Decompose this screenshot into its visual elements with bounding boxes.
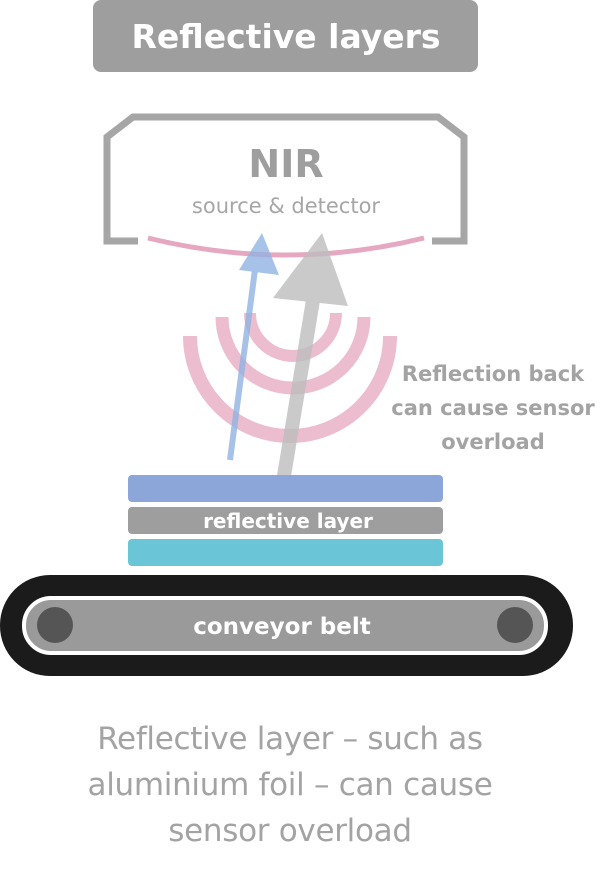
conveyor-belt: conveyor belt bbox=[0, 575, 573, 676]
right-roller bbox=[497, 607, 533, 643]
material-layers: reflective layer bbox=[128, 475, 443, 566]
blue-arrow-shaft bbox=[227, 261, 259, 461]
left-roller bbox=[37, 607, 73, 643]
caption-line-1: Reflective layer – such as bbox=[97, 721, 483, 757]
device-name: NIR bbox=[248, 142, 323, 186]
belt-inner bbox=[22, 596, 548, 655]
annotation-line-2: can cause sensor bbox=[391, 396, 595, 420]
caption: Reflective layer – such as aluminium foi… bbox=[0, 716, 580, 854]
device-housing-outline bbox=[103, 113, 468, 245]
blue-arrow-head bbox=[239, 233, 279, 275]
reflective-layers-diagram: Reflective layers NIR source & detector … bbox=[0, 0, 595, 676]
nir-device: NIR source & detector bbox=[103, 113, 468, 258]
grey-arrow-head bbox=[273, 233, 348, 306]
reflective-layer bbox=[128, 507, 443, 534]
annotation-line-3: overload bbox=[441, 430, 545, 454]
top-layer bbox=[128, 475, 443, 502]
grey-arrow-shaft bbox=[275, 280, 323, 490]
title-text: Reflective layers bbox=[131, 17, 440, 56]
sensor-window-arc bbox=[147, 235, 425, 258]
device-subtitle: source & detector bbox=[192, 194, 380, 218]
bottom-layer bbox=[128, 539, 443, 566]
grey-arrow bbox=[273, 233, 348, 490]
annotation: Reflection back can cause sensor overloa… bbox=[391, 362, 595, 454]
caption-line-2: aluminium foil – can cause bbox=[87, 767, 493, 803]
blue-arrow bbox=[227, 233, 279, 461]
caption-line-3: sensor overload bbox=[168, 813, 412, 849]
belt-label: conveyor belt bbox=[193, 614, 371, 640]
wave-inner bbox=[244, 312, 342, 362]
title-banner: Reflective layers bbox=[93, 0, 478, 72]
annotation-line-1: Reflection back bbox=[402, 362, 585, 386]
title-background bbox=[93, 0, 478, 72]
reflective-layer-label: reflective layer bbox=[203, 509, 373, 533]
